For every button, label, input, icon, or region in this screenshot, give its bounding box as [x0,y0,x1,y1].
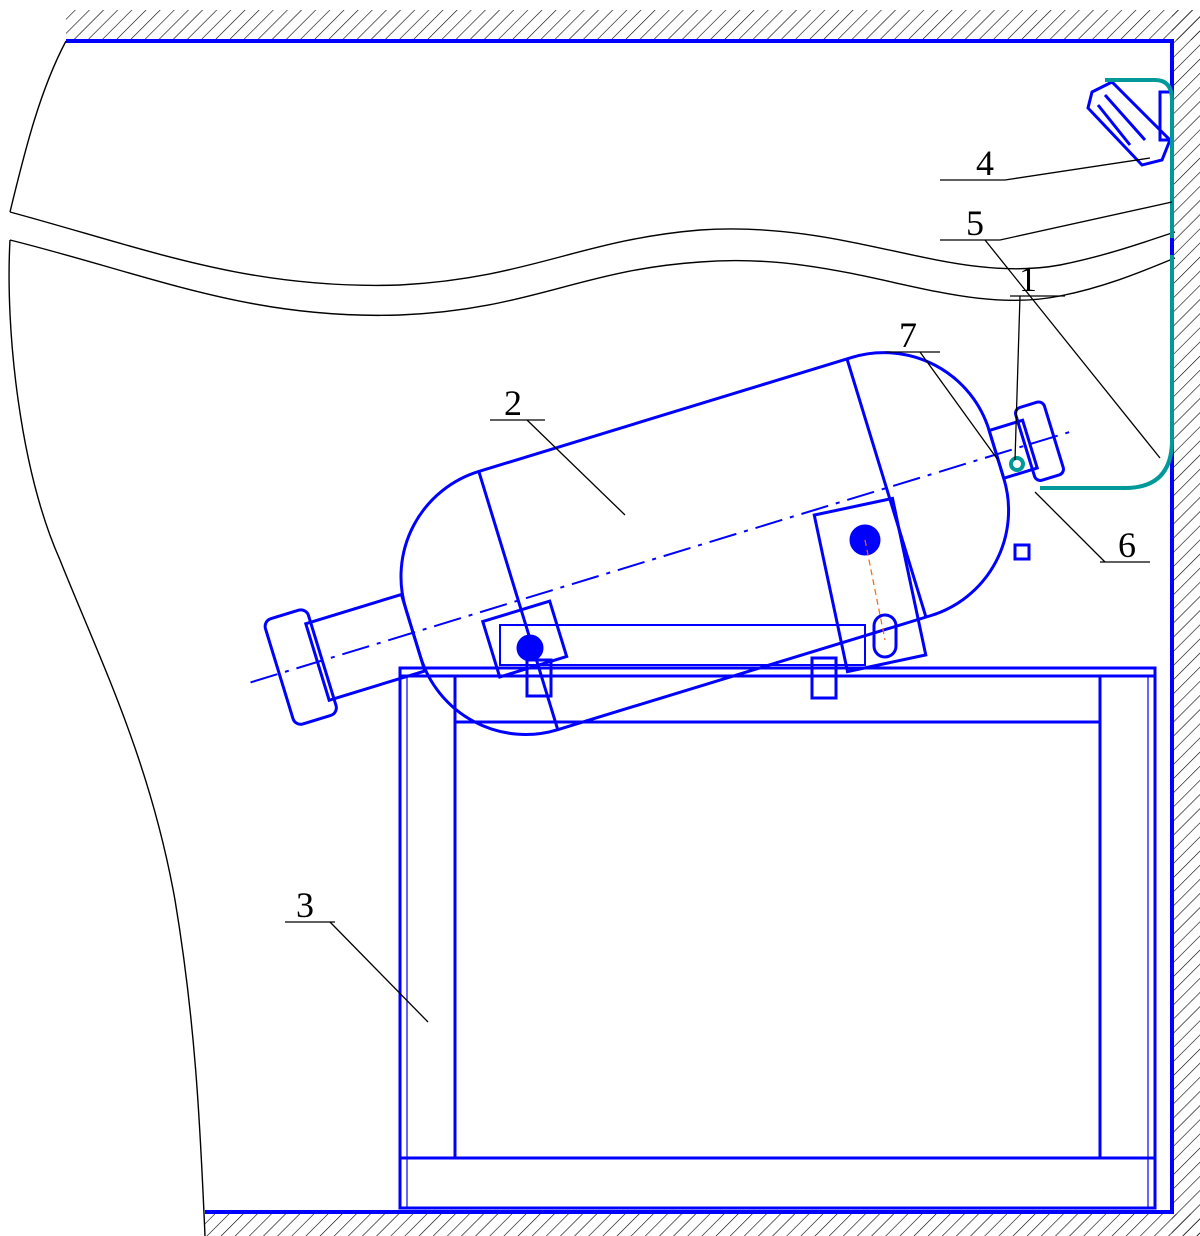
wall-hatching [66,10,1200,1236]
cradle-plate [499,624,866,666]
mounting-brackets [480,496,1031,700]
callout-1-number: 1 [1019,259,1037,299]
callout-5-leader-a [999,201,1173,241]
hose-connector-1 [1009,456,1025,472]
hose-lower [1040,255,1174,490]
hose-line [1009,78,1174,490]
left-clamp-bolt [516,634,544,662]
room-outline [66,39,1174,1214]
callout-1-leader [1014,295,1021,461]
break-line-lower-left [8,239,206,1236]
callout-3-leader [329,921,429,1023]
right-bracket [812,496,928,674]
hose-upper [1105,78,1174,238]
sprinkler-head [1086,80,1174,167]
right-slot [872,613,898,659]
sprinkler-rib-2 [1096,104,1132,146]
callout-4-leader [1004,157,1151,181]
right-wall-hatch [1172,10,1200,1236]
sprinkler-rib-1 [1103,94,1147,141]
callout-4-number: 4 [976,143,994,183]
callout-5-number: 5 [966,203,984,243]
valve-cap-small [1013,543,1031,561]
callout-7-leader [919,351,999,461]
floor-hatch [205,1214,1200,1236]
callout-6-number: 6 [1118,525,1136,565]
callout-2-number: 2 [504,383,522,423]
callout-6-leader [1034,491,1106,563]
break-line-upper-left [9,40,67,213]
callout-2-leader [526,419,626,516]
gas-cylinder [250,351,1074,736]
ceiling-hatch [66,10,1200,40]
left-bracket [480,599,569,679]
cylinder-axis [250,430,1074,684]
break-lines [8,40,1176,1236]
cylinder-seam-right [845,358,928,618]
left-nut [525,658,553,698]
callout-labels: 1 2 3 4 5 6 7 [296,143,1136,925]
stand-frame [398,666,1157,1210]
cylinder-seam-left [477,471,560,731]
callouts [285,157,1173,1023]
break-line-wave-bottom [9,239,1176,317]
callout-7-number: 7 [899,315,917,355]
break-line-wave-top [9,211,1176,287]
cylinder-body [399,351,1011,736]
callout-3-number: 3 [296,885,314,925]
mid-nut [810,656,838,700]
callout-5-leader-b [984,239,1161,459]
right-bracket-axis [864,539,886,641]
stand-outer [398,666,1157,1210]
